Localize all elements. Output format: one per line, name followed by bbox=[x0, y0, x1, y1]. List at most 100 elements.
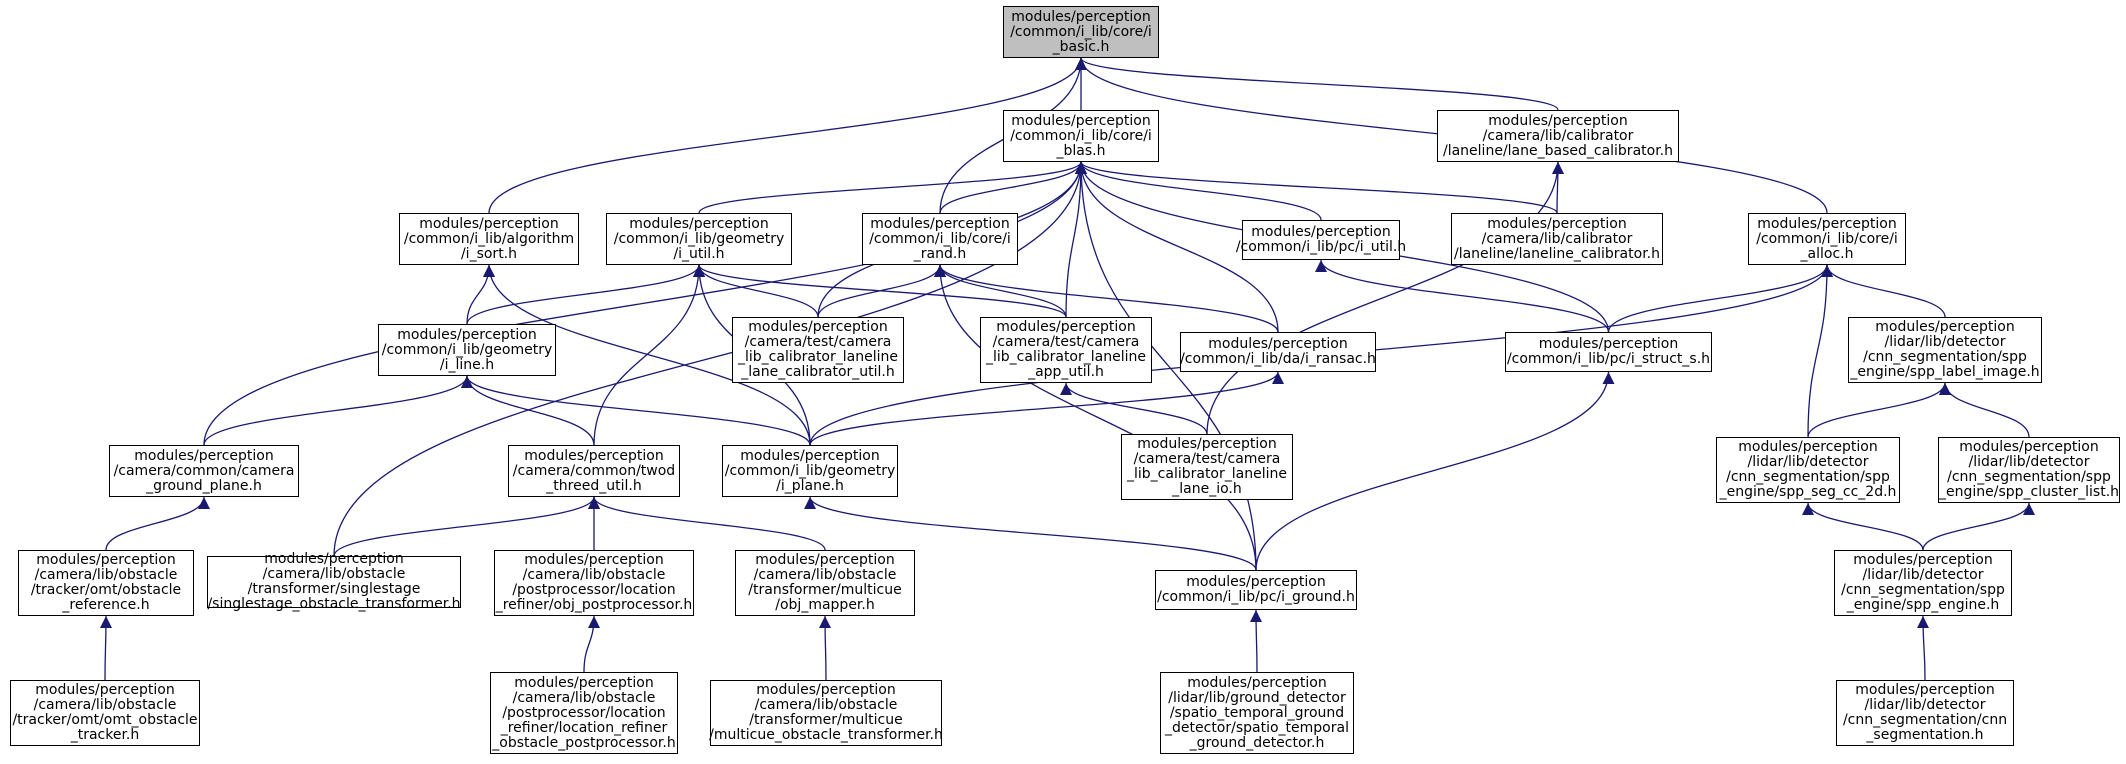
node-label-line: /camera/test/camera bbox=[992, 334, 1140, 350]
node-stgd[interactable]: modules/perception/lidar/lib/ground_dete… bbox=[1160, 672, 1354, 754]
node-oref[interactable]: modules/perception/camera/lib/obstacle/t… bbox=[18, 550, 194, 616]
node-label-line: /common/i_lib/core/i bbox=[1010, 127, 1152, 144]
node-label-line: /common/i_lib/core/i bbox=[1756, 230, 1898, 247]
node-sort[interactable]: modules/perception/common/i_lib/algorith… bbox=[399, 213, 579, 265]
node-label-line: modules/perception bbox=[1488, 112, 1628, 129]
edge-ransac-to-rand bbox=[934, 264, 1279, 333]
node-label-line: modules/perception bbox=[1757, 215, 1897, 232]
node-objpp[interactable]: modules/perception/camera/lib/obstacle/p… bbox=[494, 550, 694, 616]
node-plane[interactable]: modules/perception/common/i_lib/geometry… bbox=[722, 445, 898, 497]
node-label-line: _lib_calibrator_laneline bbox=[738, 349, 898, 365]
node-label-line: /transformer/singlestage bbox=[247, 581, 421, 597]
edge-cgp-to-line bbox=[203, 375, 473, 446]
node-tlau[interactable]: modules/perception/camera/test/camera_li… bbox=[980, 317, 1152, 383]
edge-lbc-to-basic bbox=[1075, 57, 1559, 111]
node-cnnseg[interactable]: modules/perception/lidar/lib/detector/cn… bbox=[1836, 680, 2014, 746]
node-label-line: _threed_util.h bbox=[546, 477, 642, 494]
node-objmap[interactable]: modules/perception/camera/lib/obstacle/t… bbox=[735, 550, 915, 616]
edge-tlau-to-rand bbox=[934, 264, 1067, 318]
node-label-line: _engine/spp_engine.h bbox=[1846, 597, 2000, 613]
edge-twod-to-util bbox=[593, 264, 705, 446]
node-mcot[interactable]: modules/perception/camera/lib/obstacle/t… bbox=[709, 680, 943, 746]
node-label-line: modules/perception bbox=[755, 552, 895, 568]
node-tlcu[interactable]: modules/perception/camera/test/camera_li… bbox=[732, 317, 904, 383]
node-label-line: /camera/lib/calibrator bbox=[1481, 230, 1633, 247]
edge-sppeng-to-scl bbox=[1922, 502, 2035, 551]
node-label-line: /camera/lib/obstacle bbox=[34, 567, 178, 583]
node-label-line: /cnn_segmentation/spp bbox=[1841, 582, 2005, 598]
node-label-line: /cnn_segmentation/cnn bbox=[1842, 712, 2008, 728]
node-label-line: /tracker/omt/omt_obstacle bbox=[12, 712, 198, 728]
node-label-line: _engine/spp_label_image.h bbox=[1850, 364, 2040, 380]
node-sppeng[interactable]: modules/perception/lidar/lib/detector/cn… bbox=[1834, 550, 2012, 616]
edge-scl-to-sli bbox=[1939, 382, 2030, 438]
node-label-line: /camera/lib/obstacle bbox=[262, 566, 406, 582]
edge-cc2d-to-sli bbox=[1807, 382, 1951, 438]
node-pcutil[interactable]: modules/perception/common/i_lib/pc/i_uti… bbox=[1236, 220, 1406, 260]
node-scl[interactable]: modules/perception/lidar/lib/detector/cn… bbox=[1938, 437, 2120, 503]
node-label-line: /lidar/lib/detector bbox=[1747, 454, 1869, 470]
node-lbc[interactable]: modules/perception/camera/lib/calibrator… bbox=[1437, 110, 1679, 162]
node-label-line: /laneline/lane_based_calibrator.h bbox=[1443, 142, 1673, 159]
edge-twod-to-line bbox=[461, 375, 595, 446]
node-basic[interactable]: modules/perception/common/i_lib/core/i_b… bbox=[1003, 6, 1159, 58]
node-tlio[interactable]: modules/perception/camera/test/camera_li… bbox=[1121, 434, 1293, 500]
node-label-line: /common/i_lib/pc/i_util.h bbox=[1235, 239, 1407, 255]
edge-omt-to-oref bbox=[99, 615, 112, 681]
node-label-line: modules/perception bbox=[996, 319, 1136, 335]
node-label-line: modules/perception bbox=[1738, 439, 1878, 455]
node-structs[interactable]: modules/perception/common/i_lib/pc/i_str… bbox=[1505, 332, 1712, 372]
node-label-line: /i_plane.h bbox=[776, 477, 844, 494]
node-label-line: _blas.h bbox=[1056, 142, 1106, 159]
edge-tlio-to-tlau bbox=[1060, 382, 1208, 435]
node-label-line: modules/perception bbox=[1011, 112, 1151, 129]
node-rand[interactable]: modules/perception/common/i_lib/core/i_r… bbox=[862, 213, 1018, 265]
edge-cgp-to-blas bbox=[203, 161, 1087, 446]
node-label-line: /common/i_lib/algorithm bbox=[403, 230, 575, 247]
edge-ground-to-rand bbox=[934, 264, 1257, 571]
node-label-line: /camera/lib/obstacle bbox=[512, 689, 656, 706]
node-label-line: modules/perception bbox=[1137, 436, 1277, 452]
node-label-line: modules/perception bbox=[35, 682, 175, 698]
node-ssot[interactable]: modules/perception/camera/lib/obstacle/t… bbox=[207, 552, 461, 612]
node-label-line: modules/perception bbox=[1251, 224, 1391, 240]
node-label-line: /i_sort.h bbox=[460, 245, 518, 262]
node-label-line: /lidar/lib/detector bbox=[1864, 697, 1986, 713]
node-label-line: /tracker/omt/obstacle bbox=[30, 582, 182, 598]
edge-tlau-to-blas bbox=[1065, 161, 1087, 318]
node-line[interactable]: modules/perception/common/i_lib/geometry… bbox=[378, 324, 556, 376]
edge-tlau-to-util bbox=[693, 264, 1067, 318]
node-sli[interactable]: modules/perception/lidar/lib/detector/cn… bbox=[1848, 317, 2042, 383]
node-lrop[interactable]: modules/perception/camera/lib/obstacle/p… bbox=[490, 672, 678, 754]
node-omt[interactable]: modules/perception/camera/lib/obstacle/t… bbox=[10, 680, 200, 746]
node-label-line: _detector/spatio_temporal bbox=[1165, 719, 1349, 736]
edge-sli-to-alloc bbox=[1821, 264, 1946, 318]
node-label-line: /lidar/lib/detector bbox=[1968, 454, 2090, 470]
node-ransac[interactable]: modules/perception/common/i_lib/da/i_ran… bbox=[1180, 332, 1376, 372]
node-label-line: _tracker.h bbox=[70, 727, 140, 743]
node-label-line: /common/i_lib/geometry bbox=[381, 341, 553, 358]
edge-llc-to-blas bbox=[1075, 161, 1558, 214]
edge-stgd-to-ground bbox=[1250, 609, 1263, 673]
edge-ssot-to-blas bbox=[333, 161, 1087, 557]
node-util[interactable]: modules/perception/common/i_lib/geometry… bbox=[606, 213, 792, 265]
node-alloc[interactable]: modules/perception/common/i_lib/core/i_a… bbox=[1748, 213, 1906, 265]
edge-rand-to-blas bbox=[939, 161, 1087, 214]
node-label-line: modules/perception bbox=[756, 682, 896, 698]
node-label-line: modules/perception bbox=[748, 319, 888, 335]
node-cc2d[interactable]: modules/perception/lidar/lib/detector/cn… bbox=[1716, 437, 1900, 503]
node-label-line: modules/perception bbox=[524, 552, 664, 568]
node-label-line: _segmentation.h bbox=[1866, 727, 1984, 743]
edge-cnnseg-to-sppeng bbox=[1917, 615, 1930, 681]
node-ground[interactable]: modules/perception/common/i_lib/pc/i_gro… bbox=[1155, 570, 1357, 610]
node-label-line: modules/perception bbox=[629, 215, 769, 232]
node-label-line: /lidar/lib/detector bbox=[1862, 567, 1984, 583]
node-cgp[interactable]: modules/perception/camera/common/camera_… bbox=[109, 445, 299, 497]
node-twod[interactable]: modules/perception/camera/common/twod_th… bbox=[508, 445, 680, 497]
edge-structs-to-pcutil bbox=[1315, 259, 1610, 333]
node-label-line: /lidar/lib/detector bbox=[1884, 334, 2006, 350]
node-blas[interactable]: modules/perception/common/i_lib/core/i_b… bbox=[1003, 110, 1159, 162]
node-llc[interactable]: modules/perception/camera/lib/calibrator… bbox=[1451, 213, 1663, 265]
node-label-line: /obj_mapper.h bbox=[775, 597, 875, 613]
node-label-line: /camera/test/camera bbox=[744, 334, 892, 350]
